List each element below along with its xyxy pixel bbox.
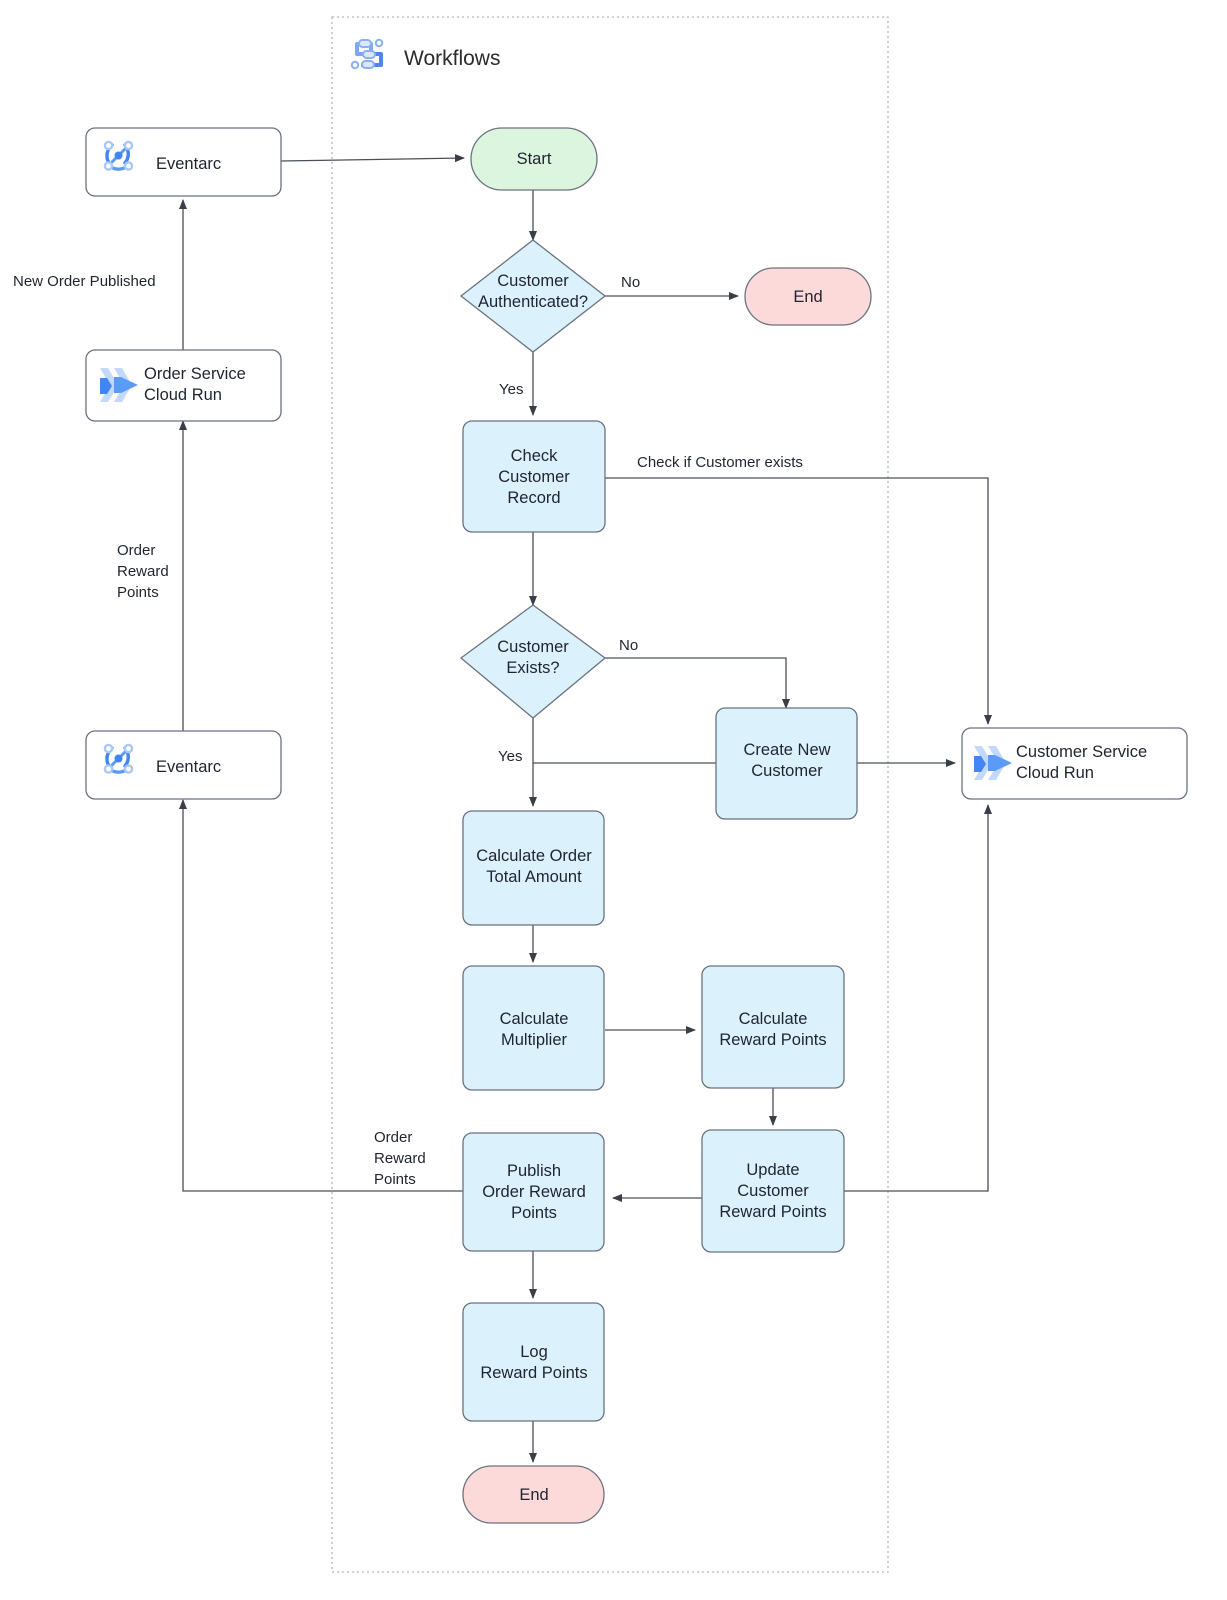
node-calc-multiplier-label-line2: Multiplier: [501, 1031, 568, 1049]
node-calculate-reward-points[interactable]: Calculate Reward Points: [701, 965, 845, 1089]
node-create-customer-label-line1: Create New: [743, 741, 830, 759]
node-start-label: Start: [517, 150, 552, 168]
workflows-group-title: Workflows: [404, 47, 500, 70]
node-customer-service-label-line2: Cloud Run: [1016, 764, 1094, 782]
edge-label-order-reward-points-mid-l3: Points: [374, 1171, 416, 1188]
edge-label-order-reward-points-left-l2: Reward: [117, 563, 169, 580]
node-check-customer-record[interactable]: Check Customer Record: [462, 420, 606, 533]
node-publish-order-reward-points[interactable]: Publish Order Reward Points: [462, 1132, 605, 1252]
node-start[interactable]: Start: [470, 127, 598, 191]
node-end-top[interactable]: End: [744, 267, 872, 326]
edge-update-customer-to-customer-service: [844, 804, 992, 1192]
node-eventarc-top[interactable]: Eventarc: [85, 127, 282, 197]
edge-label-new-order-published: New Order Published: [13, 273, 156, 290]
cloud-run-icon: [100, 368, 138, 402]
node-calc-reward-points-label-line2: Reward Points: [719, 1031, 826, 1049]
edge-check-record-to-customer-service: [605, 477, 992, 725]
edge-label-exists-yes: Yes: [498, 748, 522, 765]
node-decision-customer-exists[interactable]: Customer Exists?: [459, 604, 607, 719]
edge-label-check-if-customer-exists: Check if Customer exists: [637, 454, 803, 471]
edge-label-auth-yes: Yes: [499, 381, 523, 398]
cloud-run-icon: [974, 746, 1012, 780]
node-publish-label-line2: Order Reward: [482, 1183, 586, 1201]
node-customer-service-cloud-run[interactable]: Customer Service Cloud Run: [961, 727, 1188, 800]
node-order-service-label-line2: Cloud Run: [144, 386, 222, 404]
node-calc-order-total-label-line2: Total Amount: [486, 868, 582, 886]
edge-decision-exists-no-to-create-customer: [605, 657, 790, 709]
node-check-record-label-line1: Check: [511, 447, 559, 465]
workflows-icon: [350, 38, 384, 70]
eventarc-icon: [103, 743, 134, 774]
node-customer-service-label-line1: Customer Service: [1016, 743, 1147, 761]
node-update-customer-label-line2: Customer: [737, 1182, 809, 1200]
node-decision-exists-label-line1: Customer: [497, 638, 569, 656]
node-publish-label-line3: Points: [511, 1204, 557, 1222]
node-decision-exists-label-line2: Exists?: [506, 659, 559, 677]
node-update-customer-label-line3: Reward Points: [719, 1203, 826, 1221]
edge-publish-to-eventarc-bottom: [179, 799, 463, 1192]
node-calc-reward-points-label-line1: Calculate: [739, 1010, 808, 1028]
node-publish-label-line1: Publish: [507, 1162, 561, 1180]
node-update-customer-reward-points[interactable]: Update Customer Reward Points: [701, 1129, 845, 1253]
edge-label-order-reward-points-left-l1: Order: [117, 542, 155, 559]
node-create-new-customer[interactable]: Create New Customer: [715, 707, 858, 820]
node-log-reward-points-label-line2: Reward Points: [480, 1364, 587, 1382]
edge-label-auth-no: No: [621, 274, 640, 291]
node-log-reward-points-label-line1: Log: [520, 1343, 548, 1361]
node-check-record-label-line3: Record: [507, 489, 560, 507]
node-order-service-cloud-run[interactable]: Order Service Cloud Run: [85, 349, 282, 422]
node-calc-order-total-label-line1: Calculate Order: [476, 847, 592, 865]
node-eventarc-bottom-label: Eventarc: [156, 758, 221, 776]
node-decision-customer-authenticated[interactable]: Customer Authenticated?: [459, 239, 607, 353]
node-update-customer-label-line1: Update: [746, 1161, 799, 1179]
node-end-bottom[interactable]: End: [462, 1465, 605, 1524]
node-log-reward-points[interactable]: Log Reward Points: [462, 1302, 605, 1422]
node-create-customer-label-line2: Customer: [751, 762, 823, 780]
node-calculate-order-total-amount[interactable]: Calculate Order Total Amount: [462, 810, 605, 926]
node-decision-auth-label-line1: Customer: [497, 272, 569, 290]
edge-label-order-reward-points-mid-l1: Order: [374, 1129, 412, 1146]
edge-label-order-reward-points-mid-l2: Reward: [374, 1150, 426, 1167]
edge-eventarc-top-to-start: [280, 154, 465, 163]
node-end-top-label: End: [793, 288, 822, 306]
edge-label-order-reward-points-left-l3: Points: [117, 584, 159, 601]
eventarc-icon: [103, 140, 134, 171]
node-end-bottom-label: End: [519, 1486, 548, 1504]
node-calculate-multiplier[interactable]: Calculate Multiplier: [462, 965, 605, 1091]
node-calc-multiplier-label-line1: Calculate: [500, 1010, 569, 1028]
node-eventarc-bottom[interactable]: Eventarc: [85, 730, 282, 800]
node-check-record-label-line2: Customer: [498, 468, 570, 486]
node-order-service-label-line1: Order Service: [144, 365, 246, 383]
node-eventarc-top-label: Eventarc: [156, 155, 221, 173]
node-decision-auth-label-line2: Authenticated?: [478, 293, 588, 311]
edge-label-exists-no: No: [619, 637, 638, 654]
